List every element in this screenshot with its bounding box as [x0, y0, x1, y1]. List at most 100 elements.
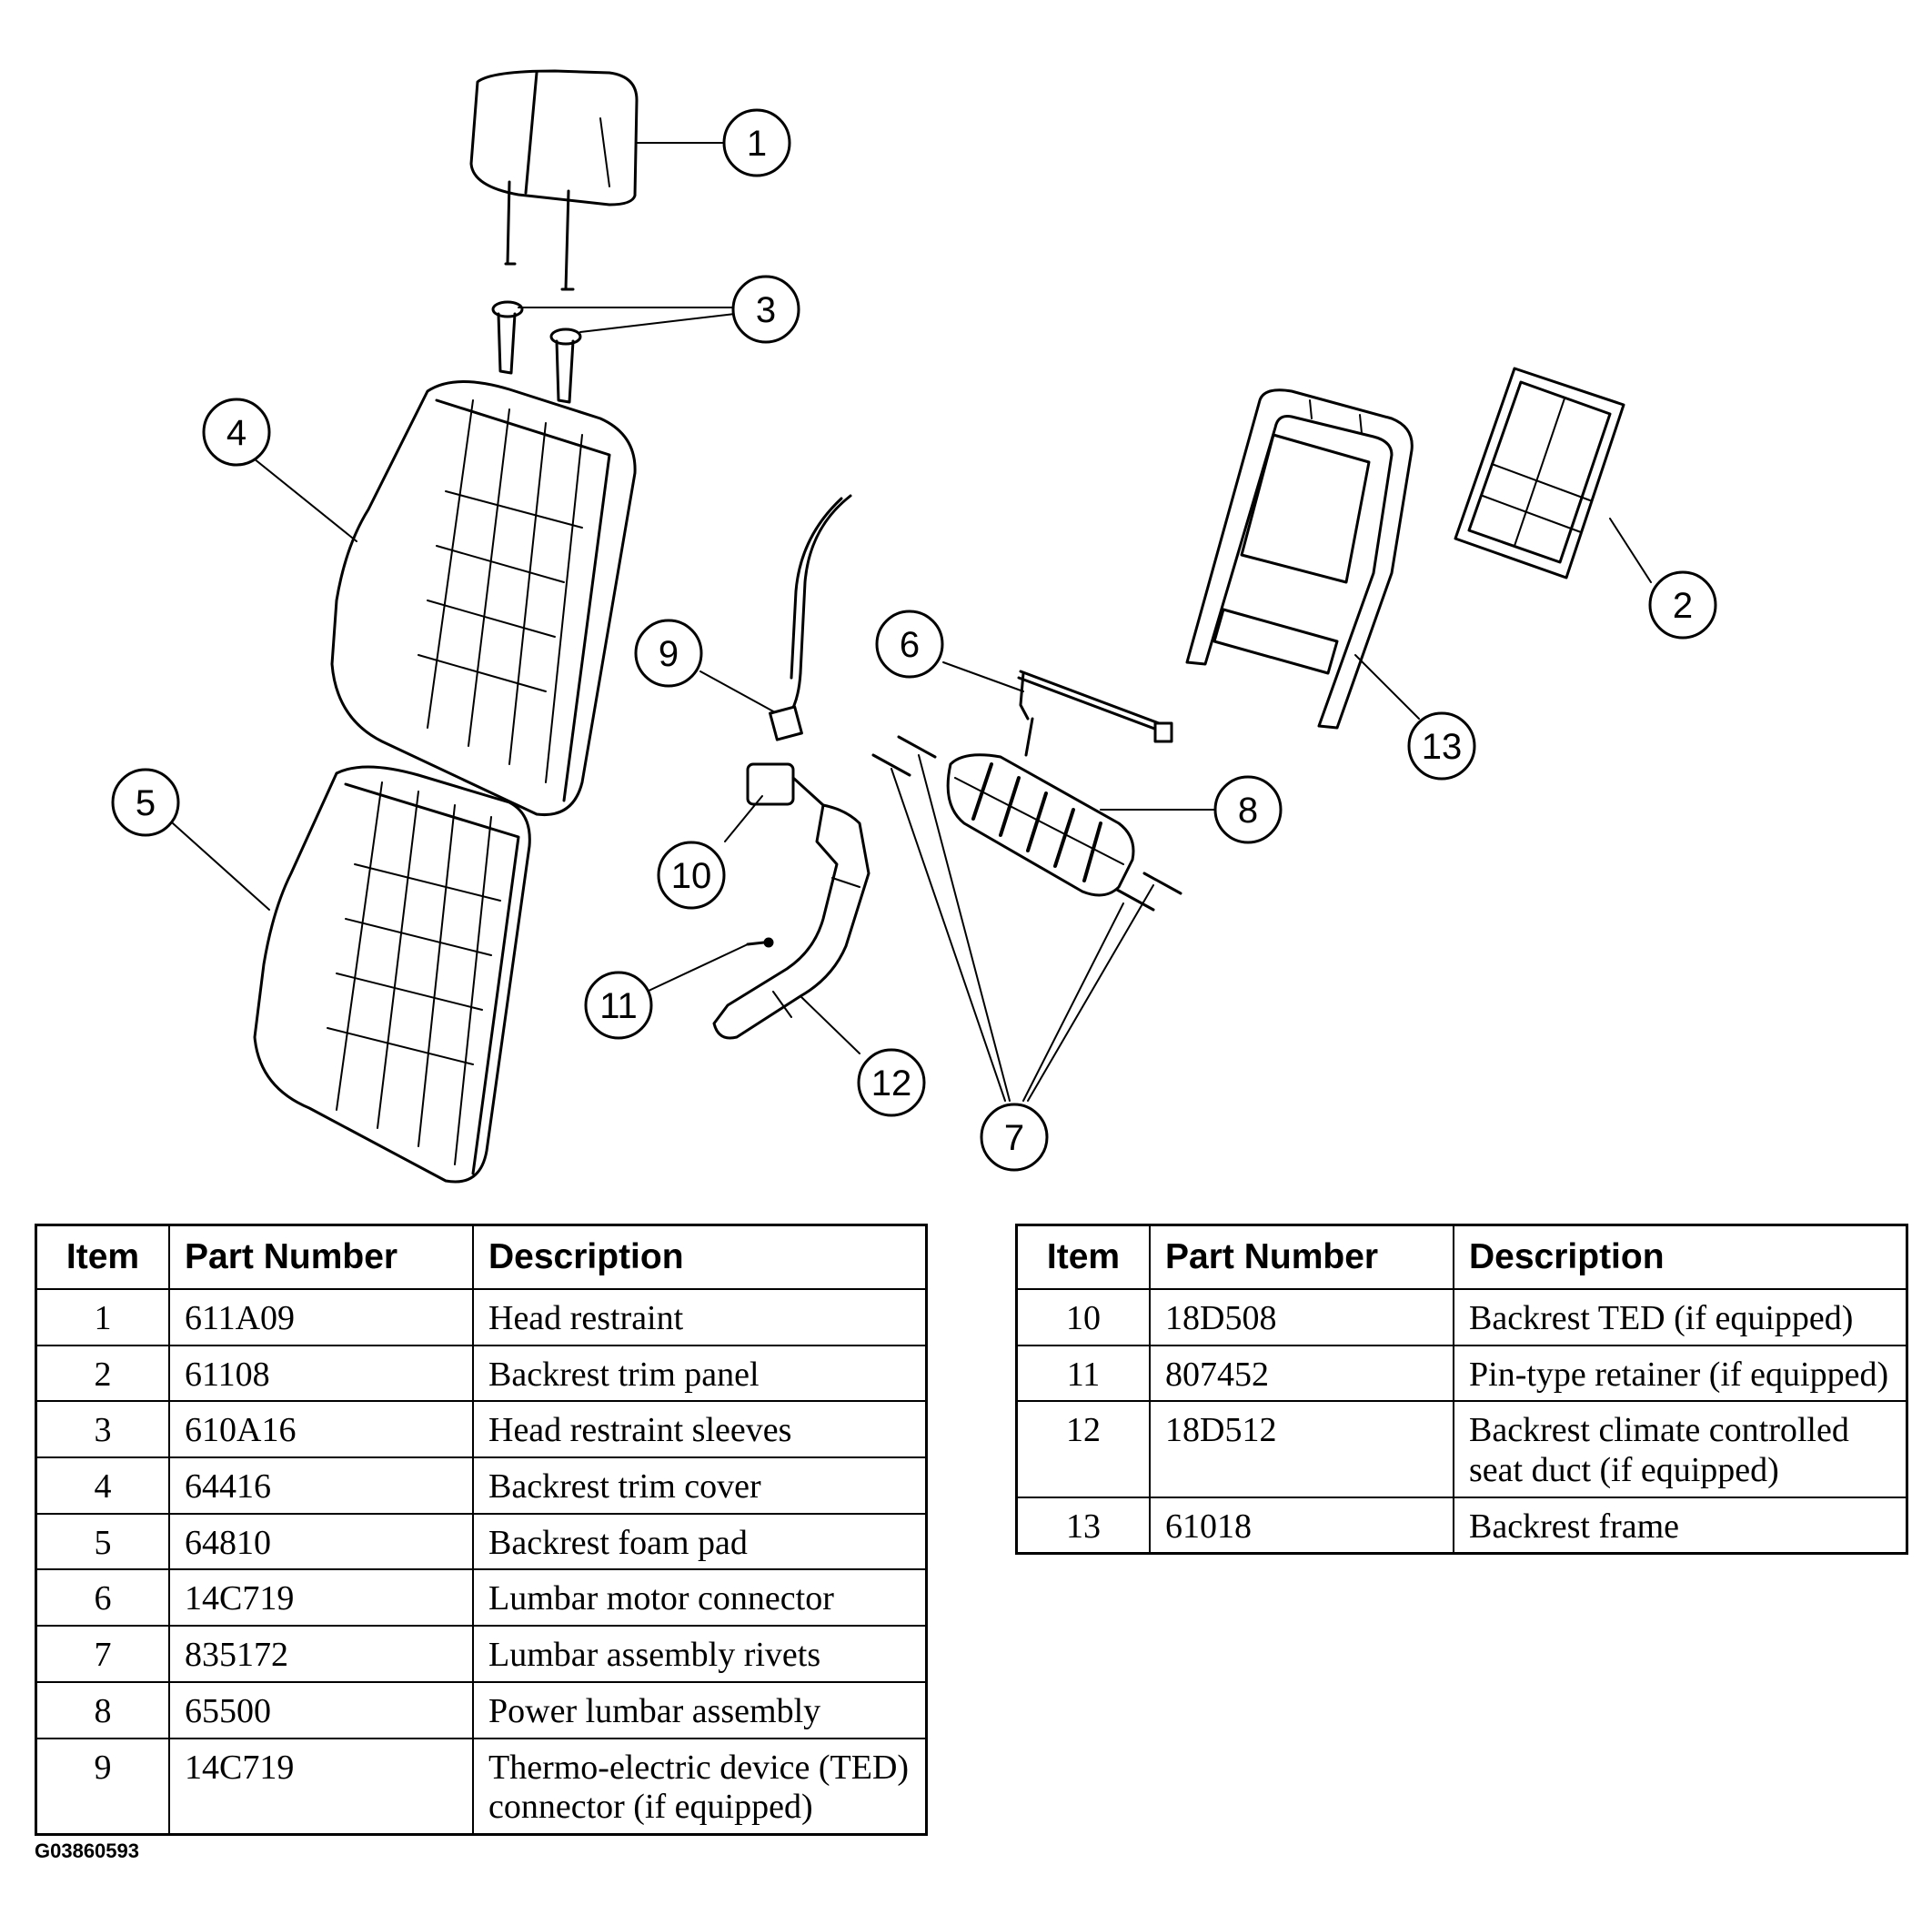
svg-text:5: 5 [136, 783, 156, 823]
backrest-trim-panel-part [1454, 367, 1625, 580]
part-number-cell: 64810 [168, 1512, 474, 1571]
description-cell: Head restraint sleeves [472, 1400, 928, 1459]
callout-13: 13 [1407, 711, 1476, 781]
callout-1: 1 [722, 108, 791, 177]
description-cell: Pin-type retainer (if equipped) [1453, 1344, 1908, 1403]
description-cell: Lumbar assembly rivets [472, 1625, 928, 1683]
part-number-cell: 18D512 [1149, 1400, 1454, 1498]
part-number-cell: 610A16 [168, 1400, 474, 1459]
svg-text:13: 13 [1422, 727, 1463, 767]
climate-seat-duct-part [712, 803, 870, 1040]
callout-5: 5 [111, 768, 180, 837]
callout-9: 9 [634, 619, 703, 688]
figure-id-label: G03860593 [35, 1839, 139, 1862]
part-number-cell: 835172 [168, 1625, 474, 1683]
callout-7: 7 [980, 1103, 1049, 1172]
callout-10: 10 [657, 841, 726, 910]
part-number-cell: 611A09 [168, 1288, 474, 1346]
item-cell: 1 [35, 1288, 170, 1346]
part-number-cell: 807452 [1149, 1344, 1454, 1403]
column-header-item: Item [1015, 1224, 1151, 1290]
lumbar-rivets-part [871, 735, 1182, 912]
svg-text:8: 8 [1238, 791, 1258, 831]
ted-connector-part [769, 494, 852, 741]
head-restraint-sleeves-part [491, 300, 582, 404]
item-cell: 10 [1015, 1288, 1151, 1346]
column-header-description: Description [1453, 1224, 1908, 1290]
part-number-cell: 14C719 [168, 1737, 474, 1836]
item-cell: 7 [35, 1625, 170, 1683]
callout-3: 3 [731, 275, 800, 344]
head-restraint-part [469, 69, 639, 291]
column-header-part-number: Part Number [168, 1224, 474, 1290]
description-cell: Backrest climate controlled seat duct (i… [1453, 1400, 1908, 1498]
callout-8: 8 [1213, 775, 1283, 844]
item-cell: 4 [35, 1456, 170, 1515]
part-number-cell: 61108 [168, 1344, 474, 1403]
description-cell: Backrest TED (if equipped) [1453, 1288, 1908, 1346]
description-cell: Backrest frame [1453, 1496, 1908, 1555]
exploded-view-diagram: 1 2 3 4 5 6 7 8 9 10 11 12 13 [111, 69, 1717, 1184]
svg-text:12: 12 [871, 1063, 912, 1104]
description-cell: Backrest trim panel [472, 1344, 928, 1403]
callout-12: 12 [857, 1048, 926, 1117]
part-number-cell: 65500 [168, 1680, 474, 1739]
svg-text:2: 2 [1673, 586, 1693, 626]
item-cell: 6 [35, 1568, 170, 1628]
item-cell: 3 [35, 1400, 170, 1459]
column-header-part-number: Part Number [1149, 1224, 1454, 1290]
description-cell: Backrest trim cover [472, 1456, 928, 1515]
svg-text:6: 6 [900, 625, 920, 665]
svg-text:9: 9 [659, 634, 679, 674]
callout-4: 4 [202, 398, 271, 467]
description-cell: Lumbar motor connector [472, 1568, 928, 1628]
callout-6: 6 [875, 610, 944, 679]
item-cell: 13 [1015, 1496, 1151, 1555]
backrest-ted-part [746, 762, 825, 807]
callout-11: 11 [584, 971, 653, 1040]
power-lumbar-assembly-part [946, 753, 1135, 897]
svg-text:1: 1 [747, 124, 767, 164]
description-cell: Backrest foam pad [472, 1512, 928, 1571]
column-header-description: Description [472, 1224, 928, 1290]
part-number-cell: 14C719 [168, 1568, 474, 1628]
backrest-trim-cover-part [330, 380, 637, 817]
table-header-row: Item Part Number Description [35, 1224, 928, 1290]
item-cell: 8 [35, 1680, 170, 1739]
item-cell: 2 [35, 1344, 170, 1403]
svg-text:10: 10 [671, 856, 712, 896]
backrest-frame-part [1185, 388, 1414, 730]
description-cell: Thermo-electric device (TED) connector (… [472, 1737, 928, 1836]
item-cell: 12 [1015, 1400, 1151, 1498]
svg-text:11: 11 [599, 986, 638, 1026]
callout-2: 2 [1648, 570, 1717, 640]
backrest-foam-pad-part [253, 765, 531, 1184]
column-header-item: Item [35, 1224, 170, 1290]
description-cell: Head restraint [472, 1288, 928, 1346]
callouts: 1 2 3 4 5 6 7 8 9 10 11 12 13 [111, 108, 1717, 1172]
part-number-cell: 64416 [168, 1456, 474, 1515]
item-cell: 9 [35, 1737, 170, 1836]
item-cell: 11 [1015, 1344, 1151, 1403]
svg-text:7: 7 [1004, 1118, 1024, 1158]
part-number-cell: 18D508 [1149, 1288, 1454, 1346]
lumbar-motor-connector-part [1017, 670, 1173, 757]
svg-text:4: 4 [226, 413, 247, 453]
callout-leader-lines [172, 142, 1652, 1102]
description-cell: Power lumbar assembly [472, 1680, 928, 1739]
table-header-row: Item Part Number Description [1015, 1224, 1908, 1290]
